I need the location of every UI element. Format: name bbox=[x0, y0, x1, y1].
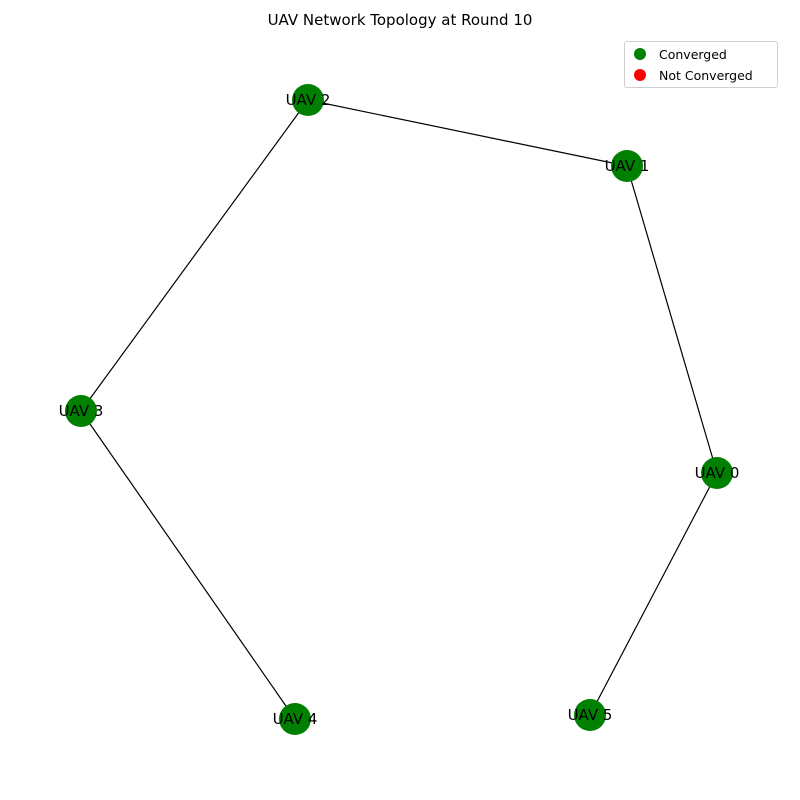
labels-layer: UAV 0 UAV 1 UAV 2 UAV 3 UAV 4 UAV 5 bbox=[59, 91, 740, 728]
edge-3-4 bbox=[80, 410, 296, 720]
legend-item-not-converged: Not Converged bbox=[625, 66, 753, 84]
node-uav-1 bbox=[611, 150, 643, 182]
node-uav-2 bbox=[292, 84, 324, 116]
legend-label-not-converged: Not Converged bbox=[659, 67, 753, 83]
edge-2-3 bbox=[80, 99, 309, 412]
node-label-uav-1: UAV 1 bbox=[605, 157, 650, 175]
edge-1-2 bbox=[307, 99, 628, 167]
legend: Converged Not Converged bbox=[624, 41, 778, 88]
legend-label-converged: Converged bbox=[659, 46, 727, 62]
chart-title: UAV Network Topology at Round 10 bbox=[267, 11, 533, 29]
legend-swatch-converged bbox=[634, 48, 646, 60]
node-uav-3 bbox=[65, 395, 97, 427]
node-label-uav-2: UAV 2 bbox=[286, 91, 331, 109]
legend-swatch-not-converged bbox=[634, 69, 646, 81]
legend-item-converged: Converged bbox=[625, 45, 727, 63]
edges-layer bbox=[80, 99, 718, 720]
node-label-uav-4: UAV 4 bbox=[273, 710, 318, 728]
node-uav-4 bbox=[279, 703, 311, 735]
node-label-uav-5: UAV 5 bbox=[568, 706, 613, 724]
node-label-uav-3: UAV 3 bbox=[59, 402, 104, 420]
nodes-layer bbox=[65, 84, 733, 735]
node-uav-5 bbox=[574, 699, 606, 731]
edge-0-5 bbox=[589, 472, 718, 716]
node-uav-0 bbox=[701, 457, 733, 489]
node-label-uav-0: UAV 0 bbox=[695, 464, 740, 482]
edge-0-1 bbox=[626, 165, 718, 474]
